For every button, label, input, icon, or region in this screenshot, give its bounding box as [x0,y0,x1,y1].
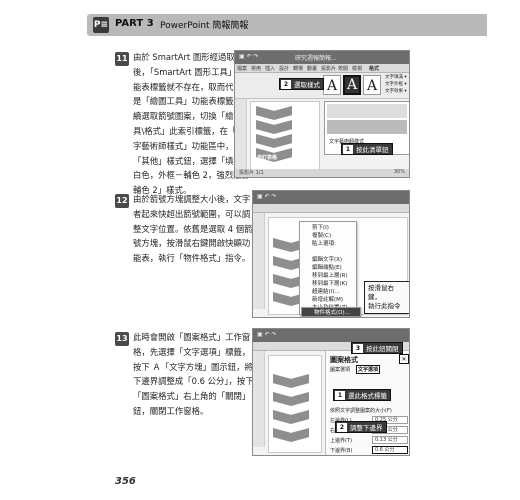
slide-canvas[interactable] [268,355,322,453]
callout-number: 2 [337,423,347,432]
menu-new-comment[interactable]: 新增註解(M) [312,297,344,303]
tab-design[interactable]: 設計 [279,66,290,72]
screenshot-format-pane: ▣ ↶ ↷ 圖案格式 ✕ 圖案選項 文字選項 依照文字調整圖案的大小(F) 左邊… [252,328,410,456]
bottom-margin-field[interactable]: 0.6 公分 [372,446,408,454]
tab-file[interactable]: 檔案 [237,66,248,72]
callout-close-button: 3 按此鈕關閉 [351,342,403,354]
tab-text-options[interactable]: 文字選項 [356,365,381,374]
callout-number: 1 [335,391,345,400]
ribbon-tabs [253,204,409,213]
slide-thumbnails[interactable] [253,213,265,309]
window-titlebar: ▣ ↶ ↷ [253,191,409,204]
menu-paste-options: 貼上選項: [312,241,336,247]
step-paragraph: 由於箭號方塊調整大小後，文字者起來快超出箭號範圍，可以調整文字位置。依舊是選取 … [133,194,253,264]
screenshot-context-menu: ▣ ↶ ↷ 剪下(I) 複製(C) 貼上選項: 編輯文字(X) 編輯端點(E) … [252,190,410,318]
window-title: 研究週報簡報... [295,55,337,62]
step-number: 12 [115,194,129,208]
ribbon-tabs: 檔案 常用 插入 設計 轉場 動畫 投影片 校閱 檢視 格式 [235,64,409,73]
slide-thumbnails[interactable] [253,351,265,447]
menu-bring-front[interactable]: 移到最上層(R) [312,273,348,279]
format-shape-pane: 圖案格式 ✕ 圖案選項 文字選項 依照文字調整圖案的大小(F) 左邊界(L) 0… [325,351,409,455]
top-margin-field[interactable]: 0.13 公分 [372,436,408,444]
gallery-label: 文字藝術師樣式 [329,139,365,145]
text-effects-menu: 文字填滿 ▾ 文字外框 ▾ 文字效果 ▾ [385,74,407,95]
style-a-shadow[interactable]: A [363,75,381,95]
chapter-title: PowerPoint 簡報簡報 [160,21,249,31]
tab-home[interactable]: 常用 [251,66,262,72]
tab-transitions[interactable]: 轉場 [293,66,304,72]
menu-hyperlink[interactable]: 超連結(I)... [312,289,340,295]
step-number: 11 [115,52,129,66]
autofit-option[interactable]: 依照文字調整圖案的大小(F) [330,408,392,414]
callout-number: 1 [343,145,353,154]
menu-copy[interactable]: 複製(C) [312,233,332,239]
slide-count: 投影片 1/1 [239,170,264,176]
tab-slideshow[interactable]: 投影片 [321,66,337,72]
callout-text-options: 1 選此格式標籤 [333,389,391,401]
tab-insert[interactable]: 插入 [265,66,276,72]
zoom-level[interactable]: 30% [393,169,405,175]
step-paragraph: 此時會開啟「圖案格式」工作窗格，先選擇「文字選項」標籤，按下 Ａ「文字方塊」圖示… [133,332,254,416]
step-paragraph: 由於 SmartArt 圖形經過取消群組後，「SmartArt 圖形工具」的功能… [133,52,260,196]
close-icon[interactable]: ✕ [399,354,409,364]
menu-edit-text[interactable]: 編輯文字(X) [312,257,343,263]
menu-format-shape-highlight: 物件格式(O)... [301,307,361,317]
step-number: 13 [115,332,129,346]
pane-title: 圖案格式 [330,356,358,364]
callout-list-button: 1 按此清單鈕 [341,143,393,155]
style-a-selected[interactable]: A [343,75,361,95]
left-margin-field[interactable]: 0.25 公分 [372,416,408,424]
tab-review[interactable]: 校閱 [338,66,349,72]
window-titlebar: ▣ ↶ ↷ [253,329,409,342]
callout-select-style: 2 選取樣式 [279,78,324,90]
tab-shape-options[interactable]: 圖案選項 [330,367,351,373]
tab-format[interactable]: 格式 [369,66,380,72]
menu-format-shape[interactable]: 物件格式(O)... [314,310,350,316]
style-a-outline[interactable]: A [323,75,341,95]
status-bar: 投影片 1/1 30% [235,169,409,177]
save-icon: ▣ ↶ ↷ [239,53,259,60]
top-margin-label: 上邊界(T) [330,438,352,444]
tab-view[interactable]: 檢視 [352,66,363,72]
page-number: 356 [115,476,136,487]
tab-animations[interactable]: 動畫 [307,66,318,72]
chapter-header: P≡ PART 3 PowerPoint 簡報簡報 [87,14,487,36]
screenshot-ribbon-styles: ▣ ↶ ↷ 研究週報簡報... 檔案 常用 插入 設計 轉場 動畫 投影片 校閱… [234,50,410,178]
save-icon: ▣ ↶ ↷ [257,193,277,200]
bottom-margin-label: 下邊界(B) [330,448,353,454]
save-icon: ▣ ↶ ↷ [257,331,277,338]
window-titlebar: ▣ ↶ ↷ 研究週報簡報... [235,51,409,64]
ribbon-toolbar: A A A 文字填滿 ▾ 文字外框 ▾ 文字效果 ▾ [235,73,409,99]
callout-bottom-margin: 2 調整下邊界 [335,421,387,433]
text-effects-item[interactable]: 文字效果 ▾ [385,89,407,94]
callout-number: 2 [281,80,291,89]
callout-number: 3 [353,344,363,353]
slide-thumbnails[interactable] [235,99,247,169]
callout-right-click: 按滑鼠右鍵， 執行此指令 [364,281,409,314]
shape-label: 自訂表格 [257,155,278,161]
text-outline-item[interactable]: 文字外框 ▾ [385,82,407,87]
menu-cut[interactable]: 剪下(I) [312,225,329,231]
context-menu: 剪下(I) 複製(C) 貼上選項: 編輯文字(X) 編輯端點(E) 移到最上層(… [299,221,357,315]
ribbon-tabs [253,342,409,351]
text-fill-item[interactable]: 文字填滿 ▾ [385,75,407,80]
slide-canvas[interactable]: 自訂表格 [250,101,320,171]
part-label: PART 3 [115,18,154,29]
powerpoint-icon: P≡ [93,17,109,33]
menu-edit-points[interactable]: 編輯端點(E) [312,265,342,271]
menu-send-back[interactable]: 移到最下層(K) [312,281,348,287]
style-gallery[interactable]: 文字藝術師樣式 [324,101,409,155]
